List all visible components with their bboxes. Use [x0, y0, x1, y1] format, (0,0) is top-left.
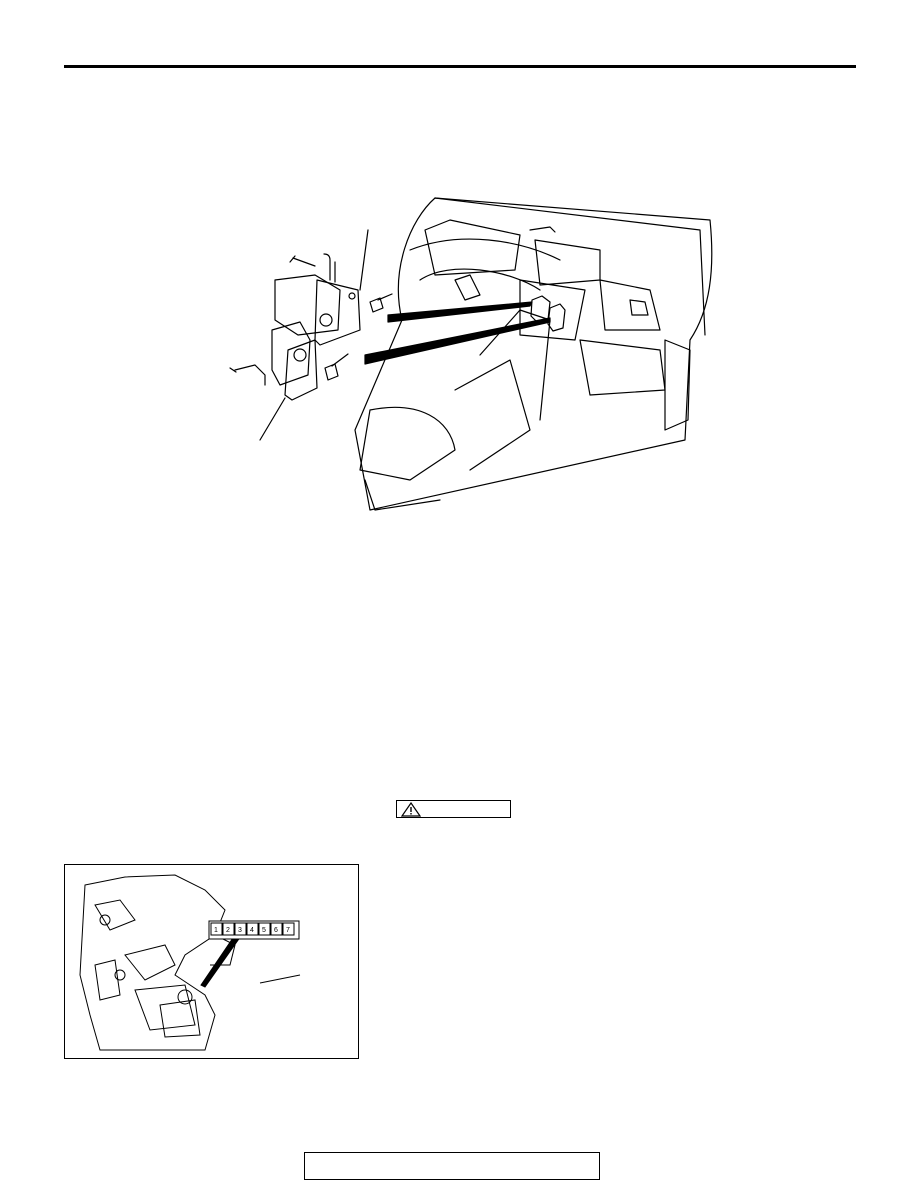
leader-wedge-lower	[364, 317, 551, 365]
connector-pin-label: 1	[214, 927, 218, 934]
connector-inspection-figure: 1 2 3 4 5 6 7	[64, 864, 359, 1059]
connector-pin-label: 7	[286, 927, 290, 934]
connector-pins: 1 2 3 4 5 6 7	[210, 922, 295, 936]
connector-pin-label: 5	[262, 927, 266, 934]
header-rule	[64, 65, 856, 68]
dashboard-drawing	[354, 197, 713, 511]
connector-illustration: 1 2 3 4 5 6 7	[79, 874, 301, 1051]
lower-actuator	[229, 321, 349, 441]
leader-wedge-upper	[387, 301, 533, 323]
connector-pin-label: 6	[274, 927, 278, 934]
page-footer-box	[304, 1152, 600, 1180]
caution-box	[396, 800, 511, 818]
warning-triangle-icon	[401, 802, 421, 817]
connector-pin-label: 3	[238, 927, 242, 934]
actuator-installation-illustration	[229, 197, 713, 511]
connector-leader	[200, 932, 245, 988]
connector-pin-label: 2	[226, 927, 230, 934]
upper-actuator	[274, 229, 393, 346]
connector-pin-label: 4	[250, 927, 254, 934]
